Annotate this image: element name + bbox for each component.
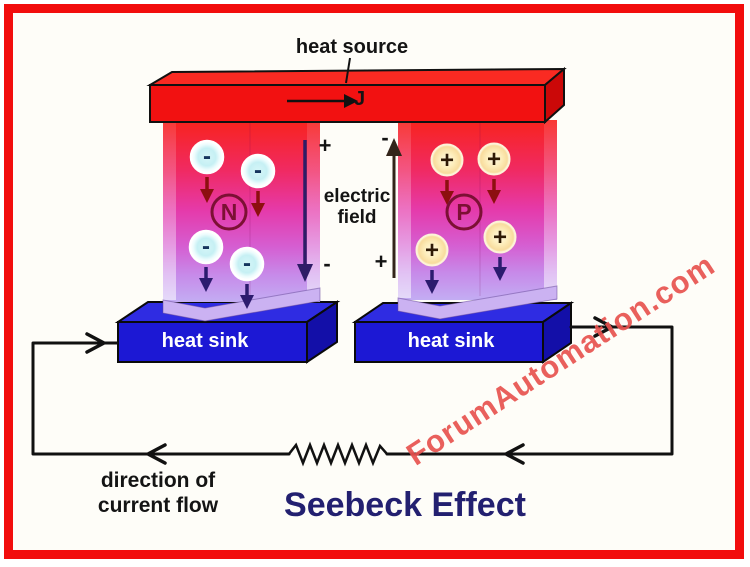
electron-circle	[189, 139, 225, 175]
n-pillar-crease	[249, 120, 251, 298]
current-direction-label: direction of current flow	[58, 468, 258, 518]
hole-4: +	[415, 233, 449, 294]
p-type-circle	[445, 193, 483, 231]
electron-circle	[240, 153, 276, 189]
n-top-terminal-sign: +	[318, 133, 332, 158]
current-density-label: J	[354, 88, 366, 110]
electron-2: -	[240, 153, 276, 217]
electric-field-label: electric field	[313, 186, 401, 228]
wire-right-loop	[385, 325, 674, 456]
electron-1: -	[189, 139, 225, 203]
semiconductor-type-symbols: N P	[210, 193, 483, 231]
heat-sink-right-label: heat sink	[407, 330, 495, 352]
p-pillar-bottom-face	[397, 285, 558, 320]
hole-circle	[477, 142, 511, 176]
electron-minus-sign: -	[254, 157, 262, 184]
electron-circle	[188, 229, 224, 265]
hole-1: +	[430, 143, 464, 205]
electron-drift-arrowhead	[200, 189, 214, 203]
resistor-zigzag	[288, 441, 388, 467]
p-pillar-right-bevel	[544, 120, 557, 298]
electric-field-line2: field	[337, 207, 377, 228]
heat-sink-left-label: heat sink	[161, 330, 249, 352]
p-type-letter: P	[456, 199, 471, 225]
circuit-wires	[31, 316, 674, 467]
electron-minus-sign: -	[202, 233, 210, 260]
electron-circle	[229, 246, 265, 282]
hole-circle	[483, 220, 517, 254]
n-bottom-terminal-sign: -	[323, 251, 331, 276]
hole-drift-arrowhead	[440, 191, 454, 205]
current-direction-line2: current flow	[97, 494, 219, 517]
wire-left-loop	[31, 341, 291, 456]
p-top-terminal-sign: -	[381, 125, 389, 150]
electric-field-line1: electric	[323, 186, 391, 207]
p-type-pillar	[397, 120, 558, 320]
heat-sink-right-front-face	[354, 321, 544, 363]
hole-circle	[430, 143, 464, 177]
electron-drift-arrowhead	[199, 278, 213, 292]
heat-source-label: heat source	[295, 36, 409, 58]
heat-sink-left-front-face	[117, 321, 308, 363]
current-arrow-from-right-sink	[593, 316, 614, 338]
heat-source-bar	[146, 57, 567, 125]
current-arrow-into-left-sink	[85, 332, 106, 354]
hole-circle	[415, 233, 449, 267]
electron-drift-arrowhead	[240, 295, 254, 309]
hole-drift-arrowhead	[425, 280, 439, 294]
electron-3: -	[188, 229, 224, 292]
current-arrow-bottom-left	[146, 443, 167, 465]
electron-4: -	[229, 246, 265, 309]
heat-source-pointer-line	[345, 57, 351, 84]
field-arrow-down-head	[297, 264, 313, 282]
hole-carriers: + + + +	[415, 142, 517, 294]
electron-carriers: - - - -	[188, 139, 276, 309]
hole-3: +	[483, 220, 517, 281]
hole-plus-sign: +	[493, 224, 507, 251]
heat-source-top-face	[146, 67, 567, 86]
current-arrow-bottom-right	[504, 443, 525, 465]
hole-plus-sign: +	[425, 237, 439, 264]
hole-drift-arrowhead	[487, 190, 501, 204]
field-arrow-up-head	[386, 138, 402, 156]
n-type-letter: N	[221, 199, 238, 225]
heat-sink-right	[351, 301, 575, 364]
electron-drift-arrowhead	[251, 203, 265, 217]
hole-drift-arrowhead	[493, 267, 507, 281]
electric-field-arrows	[297, 138, 402, 282]
hole-2: +	[477, 142, 511, 204]
n-pillar-bottom-face	[162, 287, 321, 322]
electron-minus-sign: -	[203, 143, 211, 170]
n-pillar-left-bevel	[163, 120, 176, 300]
n-type-circle	[210, 193, 248, 231]
p-pillar-body	[398, 120, 557, 300]
hole-plus-sign: +	[440, 147, 454, 174]
p-pillar-left-bevel	[398, 120, 411, 298]
electron-minus-sign: -	[243, 250, 251, 277]
p-bottom-terminal-sign: +	[374, 249, 388, 274]
current-direction-line1: direction of	[100, 469, 216, 492]
current-density-arrowhead	[344, 94, 358, 108]
hole-plus-sign: +	[487, 146, 501, 173]
page-title: Seebeck Effect	[284, 486, 526, 524]
n-type-pillar	[162, 120, 321, 322]
n-pillar-right-bevel	[307, 120, 320, 300]
